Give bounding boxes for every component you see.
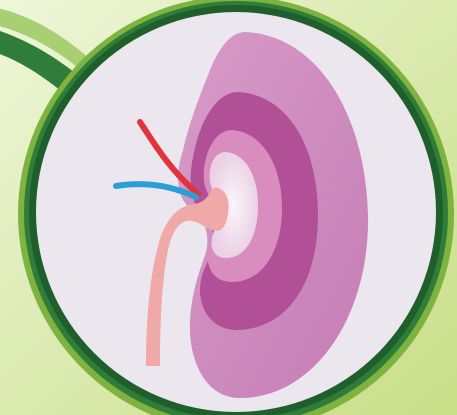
kidney-illustration	[0, 0, 457, 415]
illustration-canvas	[0, 0, 457, 415]
